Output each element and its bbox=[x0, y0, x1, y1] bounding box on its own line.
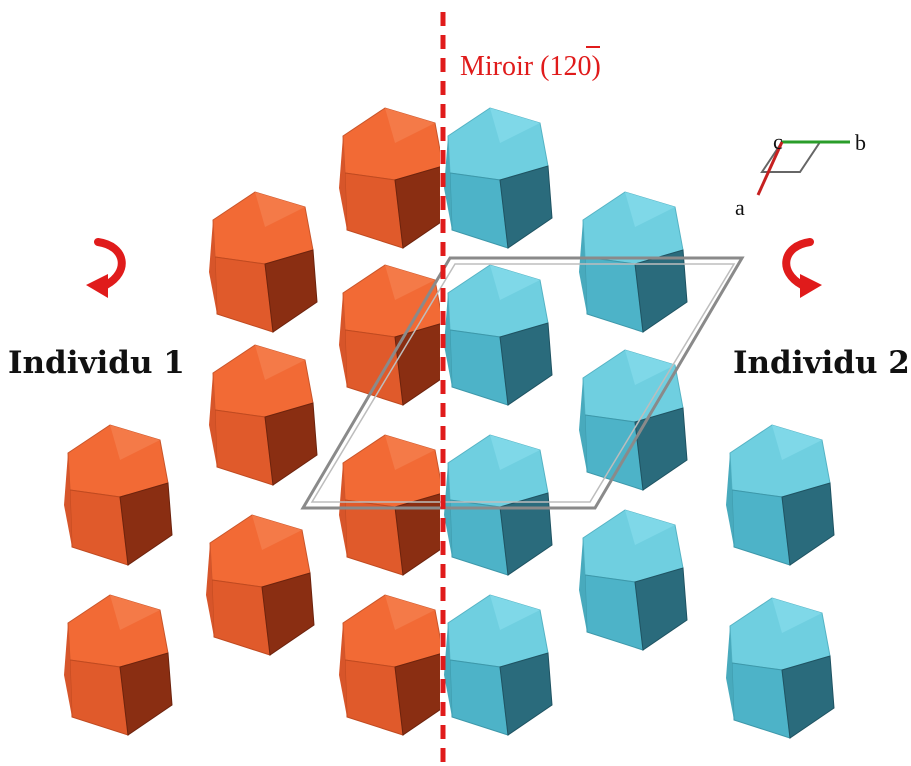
individual-1-label: Individu 1 bbox=[8, 345, 185, 381]
individual-2-structure bbox=[578, 191, 835, 739]
axis-indicator: c b a bbox=[735, 129, 866, 220]
octahedron-cyan bbox=[443, 264, 553, 406]
individual-2-label: Individu 2 bbox=[733, 345, 910, 381]
rotate-counterclockwise-arrow-icon bbox=[782, 238, 822, 298]
octahedron-orange bbox=[338, 594, 440, 736]
octahedron-cyan bbox=[578, 509, 688, 651]
octahedron-orange bbox=[338, 264, 440, 406]
axis-label-a: a bbox=[735, 195, 745, 220]
octahedron-cyan bbox=[725, 424, 835, 566]
octahedron-orange bbox=[338, 107, 440, 249]
octahedron-cyan bbox=[578, 191, 688, 333]
octahedron-cyan bbox=[443, 594, 553, 736]
mirror-label-overbar-digit: 1 bbox=[549, 51, 563, 82]
rotate-clockwise-arrow-icon bbox=[86, 238, 126, 298]
individual-1-structure bbox=[63, 191, 318, 736]
axis-label-b: b bbox=[855, 130, 866, 155]
octahedron-cyan bbox=[578, 349, 688, 491]
mirror-column-cyan bbox=[443, 107, 553, 736]
axis-label-c: c bbox=[773, 129, 783, 154]
octahedron-orange bbox=[208, 191, 318, 333]
unit-cell bbox=[300, 256, 745, 510]
mirror-label: Miroir (120) bbox=[460, 51, 601, 82]
octahedron-orange bbox=[63, 424, 173, 566]
octahedron-orange bbox=[208, 344, 318, 486]
octahedron-cyan bbox=[443, 434, 553, 576]
octahedron-orange bbox=[338, 434, 440, 576]
octahedron-orange bbox=[63, 594, 173, 736]
octahedron-cyan bbox=[443, 107, 553, 249]
octahedron-orange bbox=[205, 514, 315, 656]
octahedron-cyan bbox=[725, 597, 835, 739]
